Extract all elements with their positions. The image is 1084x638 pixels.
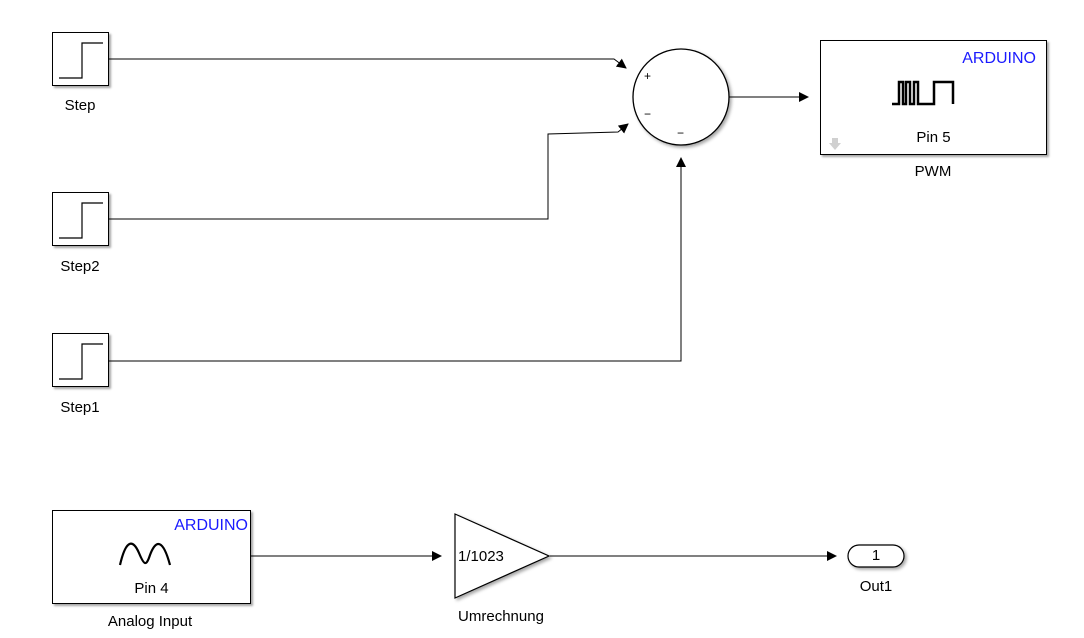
arrow-down-icon: [829, 138, 841, 150]
gain-value: 1/1023: [458, 548, 504, 565]
sum-sign-minus-1: −: [644, 107, 651, 121]
sine-wave-icon: [118, 542, 172, 566]
gain-block[interactable]: [454, 513, 551, 599]
analog-input-label: Analog Input: [107, 613, 193, 630]
sum-block[interactable]: + − −: [632, 48, 730, 146]
step-block[interactable]: [52, 32, 109, 86]
wire-step-to-sum[interactable]: [109, 58, 627, 69]
pwm-pin-label: Pin 5: [916, 129, 951, 146]
analog-input-block[interactable]: ARDUINO Pin 4: [52, 510, 251, 604]
step2-block[interactable]: [52, 192, 109, 246]
analog-brand-label: ARDUINO: [174, 517, 248, 534]
out1-port-block[interactable]: [847, 544, 905, 568]
step-icon: [59, 42, 103, 79]
pwm-brand-label: ARDUINO: [962, 50, 1036, 67]
step-icon: [59, 202, 103, 239]
step-icon: [59, 343, 103, 380]
step1-block[interactable]: [52, 333, 109, 387]
step2-label: Step2: [60, 258, 100, 275]
sum-sign-minus-2: −: [677, 126, 684, 140]
gain-label: Umrechnung: [458, 608, 544, 625]
step1-label: Step1: [60, 399, 100, 416]
wire-step2-to-sum[interactable]: [109, 123, 629, 220]
analog-pin-label: Pin 4: [134, 580, 169, 597]
out1-port-number: 1: [871, 547, 881, 564]
pwm-label: PWM: [914, 163, 952, 180]
wire-step1-to-sum[interactable]: [109, 157, 686, 362]
out1-label: Out1: [859, 578, 893, 595]
sum-sign-plus: +: [644, 69, 651, 83]
step-label: Step: [64, 97, 96, 114]
pwm-block[interactable]: ARDUINO Pin 5: [820, 40, 1047, 155]
pwm-wave-icon: [892, 80, 955, 106]
